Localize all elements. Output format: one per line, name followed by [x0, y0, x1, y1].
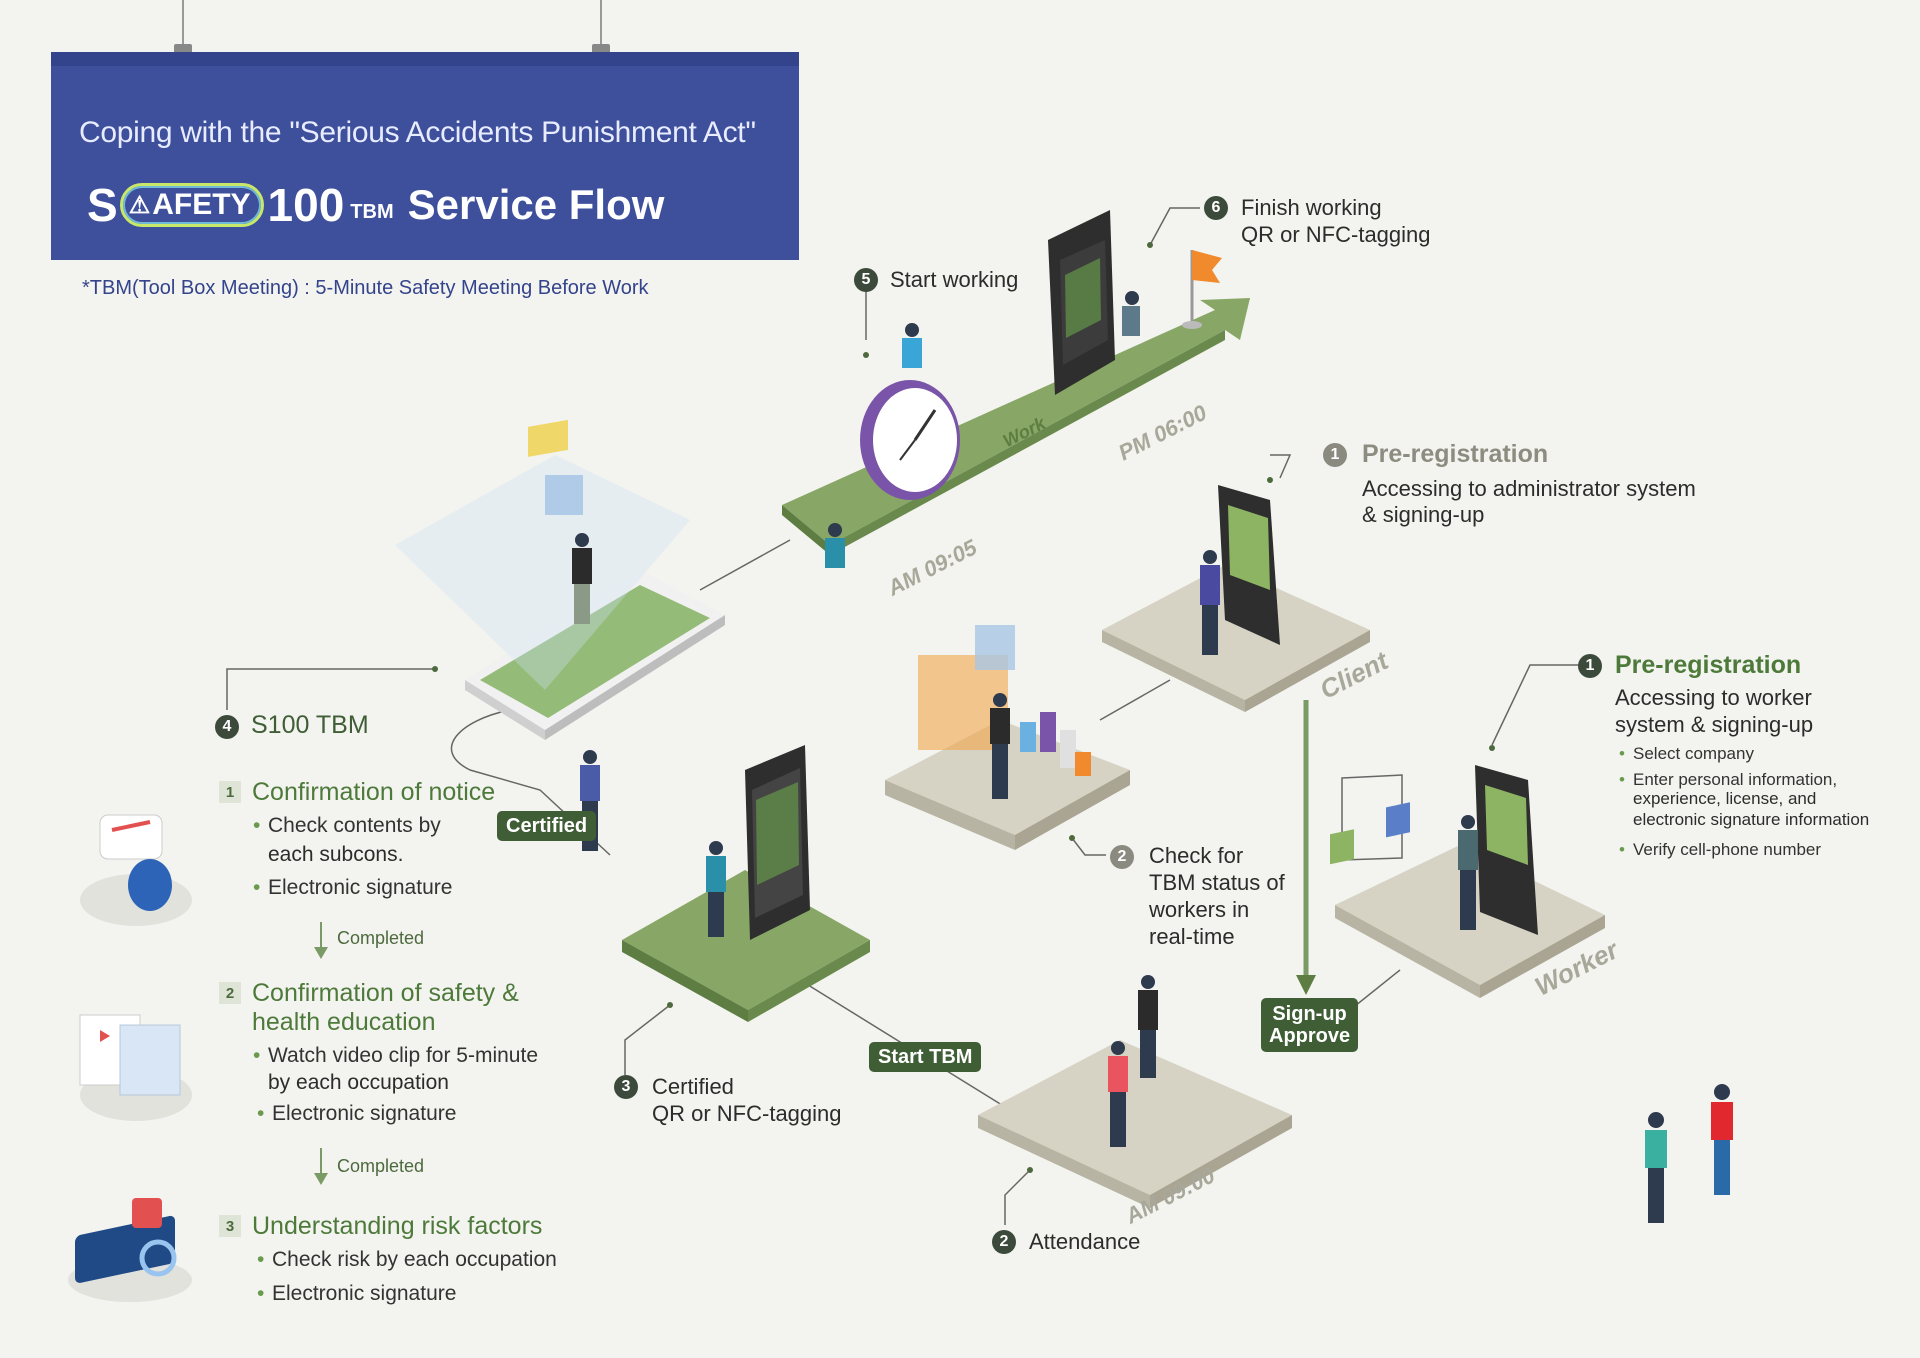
check-status-badge: 2 [1110, 845, 1134, 869]
certified-platform [622, 745, 870, 1022]
signup-label: Sign-up [1272, 1003, 1347, 1025]
step-6-badge: 6 [1204, 196, 1228, 220]
finish-working-line1: Finish working [1241, 195, 1382, 220]
s100-tbm-title: S100 TBM [251, 711, 369, 739]
check-status-line4: real-time [1149, 924, 1235, 949]
approve-label: Approve [1269, 1025, 1351, 1047]
pre-reg-worker-title: Pre-registration [1615, 651, 1802, 679]
banner-subtitle: Coping with the "Serious Accidents Punis… [79, 116, 756, 149]
warning-icon: ⚠ [128, 191, 151, 219]
start-tbm-tag: Start TBM [869, 1042, 982, 1072]
client-platform [1102, 485, 1370, 712]
logo-number: 100 [267, 179, 345, 231]
start-working-label: Start working [890, 267, 1019, 292]
sub2-title-2: health education [252, 1008, 436, 1036]
sub2-bullet-2: Electronic signature [257, 1100, 456, 1127]
sub2-bullet-1: Watch video clip for 5-minute [253, 1042, 538, 1069]
pre-reg-worker-badge: 1 [1578, 654, 1602, 678]
logo-letter-s: S [87, 179, 118, 231]
sub3-bullet-1: Check risk by each occupation [257, 1246, 557, 1273]
banner-title: S ⚠AFETY 100 TBM Service Flow [87, 178, 664, 232]
sub1-bullet-1: Check contents by [253, 812, 441, 839]
check-status-line2: TBM status of [1149, 870, 1285, 895]
check-status-line3: workers in [1149, 897, 1250, 922]
pre-reg-bullet-select-company: Select company [1619, 744, 1754, 764]
certified-tag: Certified [497, 811, 597, 841]
finish-phone [1048, 210, 1115, 395]
title-service-flow: Service Flow [407, 181, 665, 228]
certified-step-line1: Certified [652, 1074, 734, 1099]
completed-label-1: Completed [337, 928, 425, 948]
pre-reg-admin-title: Pre-registration [1362, 440, 1549, 468]
pre-reg-worker-line1: Accessing to worker [1615, 685, 1812, 710]
certified-step-line2: QR or NFC-tagging [652, 1101, 842, 1126]
worker-platform [1330, 765, 1605, 998]
step-5-badge: 5 [854, 268, 878, 292]
sub1-title: Confirmation of notice [252, 778, 496, 806]
sub1-number: 1 [219, 781, 241, 803]
pre-reg-admin-line1: Accessing to administrator system [1362, 476, 1696, 501]
tbm-footnote: *TBM(Tool Box Meeting) : 5-Minute Safety… [82, 277, 649, 299]
logo-safety-pill: ⚠AFETY [119, 183, 264, 227]
completed-arrow-2 [314, 1148, 328, 1185]
sub3-title: Understanding risk factors [252, 1212, 543, 1240]
attendance-platform [978, 1040, 1292, 1208]
pre-reg-bullet-verify-phone: Verify cell-phone number [1619, 840, 1821, 860]
sub2-title-1: Confirmation of safety & [252, 979, 519, 1007]
tbm-phone-platform [395, 455, 725, 740]
title-banner: Coping with the "Serious Accidents Punis… [51, 52, 799, 260]
check-status-line1: Check for [1149, 843, 1244, 868]
completed-label-2: Completed [337, 1156, 425, 1176]
logo-tbm: TBM [350, 200, 394, 223]
pre-reg-admin-badge: 1 [1323, 443, 1347, 467]
sub2-number: 2 [219, 982, 241, 1004]
attendance-badge: 2 [992, 1230, 1016, 1254]
sub3-number: 3 [219, 1215, 241, 1237]
pre-reg-admin-line2: & signing-up [1362, 502, 1485, 527]
certified-step-badge: 3 [614, 1075, 638, 1099]
finish-working-line2: QR or NFC-tagging [1241, 222, 1431, 247]
completed-arrow-1 [314, 922, 328, 959]
s100-tbm-badge: 4 [215, 715, 239, 739]
attendance-label: Attendance [1029, 1229, 1141, 1254]
pre-reg-bullet-personal-info: Enter personal information, [1619, 770, 1837, 790]
sub3-bullet-2: Electronic signature [257, 1280, 456, 1307]
signup-approve-tag: Sign-up Approve [1261, 998, 1359, 1052]
sub1-bullet-1b: each subcons. [268, 843, 404, 866]
sub2-bullet-1b: by each occupation [268, 1071, 449, 1094]
logo-pill-text: AFETY [152, 188, 251, 221]
sub1-bullet-2: Electronic signature [253, 874, 452, 901]
pre-reg-bullet-personal-info-3: electronic signature information [1633, 810, 1870, 829]
pre-reg-bullet-personal-info-2: experience, license, and [1633, 789, 1817, 808]
pre-reg-worker-line2: system & signing-up [1615, 712, 1814, 737]
left-icons [68, 814, 192, 1302]
